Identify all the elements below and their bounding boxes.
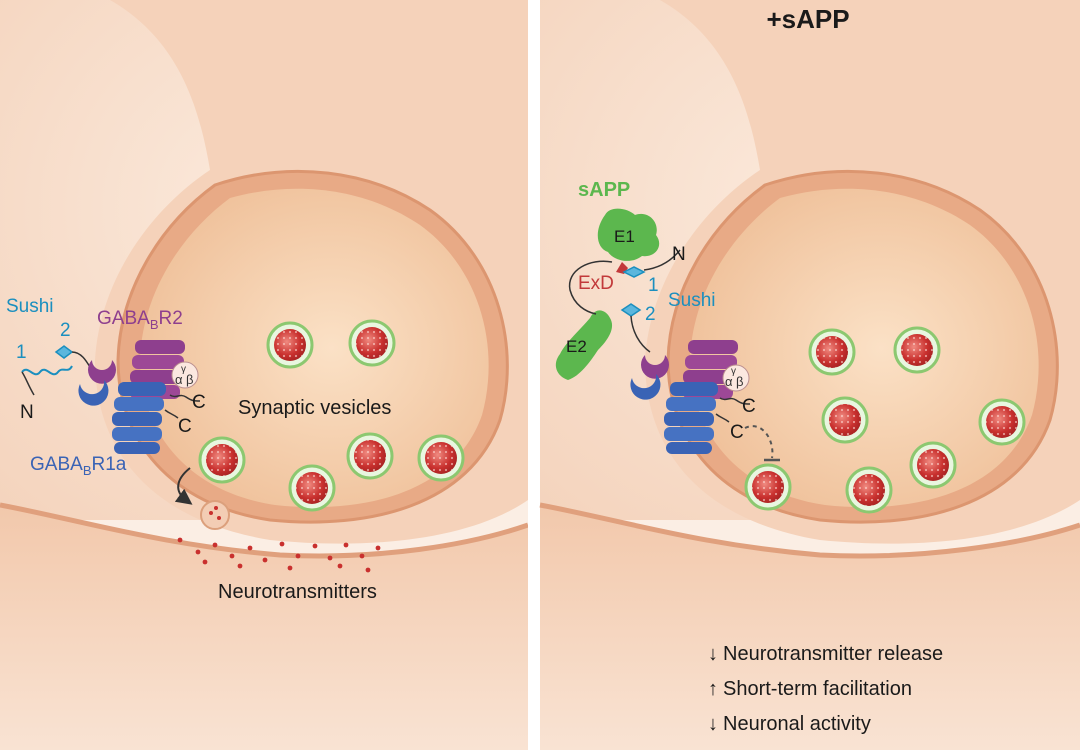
- neurotransmitters-label: Neurotransmitters: [218, 581, 377, 603]
- e1-domain: [597, 208, 660, 261]
- sapp-label: sAPP: [578, 179, 630, 201]
- c-terminus-label-2: C: [178, 416, 192, 437]
- sushi-domains-right: [620, 249, 681, 353]
- effect-item: ↑Short-term facilitation: [708, 678, 912, 700]
- gabab-receptor-right: [630, 340, 780, 462]
- effect-item: ↓Neuronal activity: [708, 713, 871, 735]
- effect-item: ↓Neurotransmitter release: [708, 643, 943, 665]
- gabab-receptor-left: [21, 340, 201, 454]
- r1a-transmembrane: [112, 382, 166, 454]
- neurotransmitter-dots: [177, 537, 381, 573]
- vesicles-label: Synaptic vesicles: [238, 397, 391, 419]
- vesicle: [893, 326, 941, 374]
- e2-label: E2: [566, 337, 587, 356]
- n-terminus-label: N: [20, 402, 34, 423]
- sapp-protein: [555, 208, 660, 380]
- vesicle: [978, 398, 1026, 446]
- terminal-interior: [690, 188, 1039, 508]
- c-terminus-label-right-1: C: [742, 396, 756, 417]
- beta-label-right: β: [736, 374, 743, 389]
- gamma-label: γ: [181, 364, 186, 375]
- postsynaptic-region: [0, 505, 528, 750]
- n-terminus-label-right: N: [672, 244, 686, 265]
- sushi-label: Sushi: [6, 296, 54, 317]
- condition-title: +sAPP: [766, 4, 849, 34]
- vesicle: [266, 321, 314, 369]
- r2-vft-domain: [88, 360, 116, 384]
- right-panel: [539, 0, 1080, 750]
- vesicle: [198, 436, 246, 484]
- sushi-domain-2-label: 2: [60, 320, 71, 341]
- g-protein: [171, 361, 199, 389]
- e2-domain: [555, 310, 613, 380]
- vesicle: [808, 328, 856, 376]
- release-arrow: [174, 467, 193, 505]
- c-terminus-label-right-2: C: [730, 422, 744, 443]
- exd-label: ExD: [578, 273, 614, 294]
- r1a-vft-domain: [78, 380, 109, 406]
- vesicle: [288, 464, 336, 512]
- e1-label: E1: [614, 227, 635, 246]
- vesicle: [346, 432, 394, 480]
- gabab-r1a-label: GABABR1a: [30, 454, 127, 478]
- sushi-domain-2-label-right: 2: [645, 304, 656, 325]
- alpha-label: α: [175, 372, 183, 387]
- effects-list: ↓Neurotransmitter release ↑Short-term fa…: [708, 643, 943, 735]
- sushi-domain-1-label-right: 1: [648, 275, 659, 296]
- vesicle: [845, 466, 893, 514]
- vesicles-left: [198, 319, 465, 512]
- vesicles-right: [744, 326, 1026, 514]
- vesicle: [417, 434, 465, 482]
- panel-divider: [528, 0, 540, 750]
- postsynaptic-region: [540, 505, 1080, 750]
- gamma-label-right: γ: [731, 366, 736, 377]
- left-panel: [0, 0, 529, 750]
- vesicle: [348, 319, 396, 367]
- vesicle: [909, 441, 957, 489]
- beta-label: β: [186, 372, 193, 387]
- alpha-label-right: α: [725, 374, 733, 389]
- terminal-interior: [140, 188, 489, 508]
- gabab-r2-label: GABABR2: [97, 308, 183, 332]
- vesicle: [744, 463, 792, 511]
- c-terminus-label-1: C: [192, 392, 206, 413]
- vesicle: [821, 396, 869, 444]
- sushi-domain-1-label: 1: [16, 342, 27, 363]
- sushi-label-right: Sushi: [668, 290, 716, 311]
